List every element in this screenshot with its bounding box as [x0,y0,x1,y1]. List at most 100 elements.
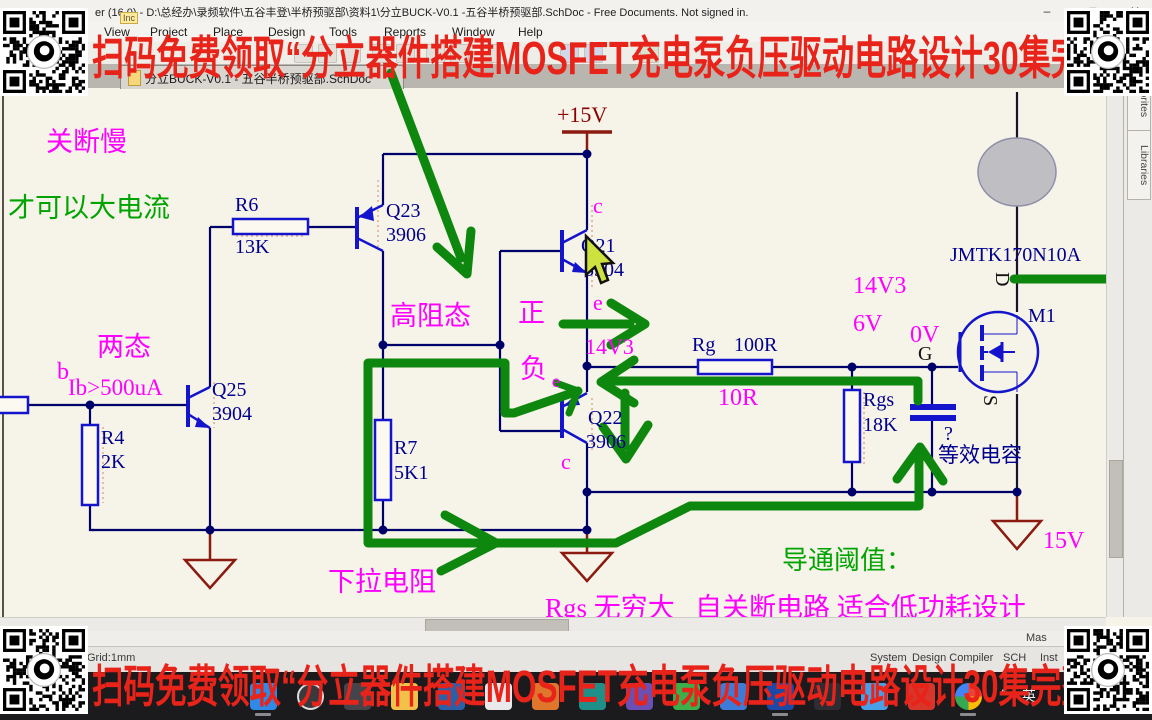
cap-name: 等效电容 [938,443,1022,467]
annotation-big-current: 才可以大电流 [8,193,170,223]
menu-reports[interactable]: Reports [384,25,427,39]
val-q21[interactable]: 3904 [584,259,624,281]
file-explorer-icon[interactable] [391,683,418,710]
pin-d: D [991,272,1013,287]
menu-bar: Edit View Project Place Design Tools Rep… [0,22,1152,42]
toolbar-icon[interactable] [480,44,499,63]
annotation-note: Rgs 无穷大 自关断电路 适合低功耗设计 [545,593,1026,617]
minimize-button[interactable]: – [1043,4,1051,18]
ref-r4[interactable]: R4 [101,427,125,449]
ref-q23[interactable]: Q23 [386,200,421,222]
val-rgs[interactable]: 18K [863,414,898,436]
start-button[interactable] [250,683,277,710]
status-row-mask: Mas [0,631,1152,646]
notes-icon[interactable] [814,683,841,710]
chrome-icon[interactable] [955,683,982,710]
mail-icon[interactable] [438,683,465,710]
toolbar-icon[interactable] [294,44,313,63]
panel-button-sch[interactable]: SCH [1003,652,1027,664]
val-r6[interactable]: 13K [235,236,270,258]
toolbar-icon[interactable] [318,44,337,63]
search-icon[interactable] [297,683,324,710]
ref-r6[interactable]: R6 [235,194,259,216]
status-bar: Grid:1mm System Design Compiler SCH Inst [0,646,1152,673]
app-icon-purple[interactable] [626,683,653,710]
window-title: er (16.0) - D:\总经办\录频软件\五谷丰登\半桥预驱部\资料1\分… [95,7,749,19]
menu-help[interactable]: Help [518,25,543,39]
toolbar-icon[interactable] [640,44,659,63]
toolbar-icon[interactable] [450,44,469,63]
app-icon-teal[interactable] [579,683,606,710]
annotation-two-state: 两态 [97,332,151,362]
val-q22[interactable]: 3906 [586,431,626,453]
photos-icon[interactable] [485,683,512,710]
ref-r7[interactable]: R7 [394,437,418,459]
val-r7[interactable]: 5K1 [394,462,429,484]
val-q25[interactable]: 3904 [212,403,252,425]
horizontal-scrollbar[interactable] [0,617,1106,632]
qr-code-bottom-right [1064,626,1152,714]
toolbar-icon[interactable] [342,44,361,63]
annotation-high-z: 高阻态 [390,301,471,331]
active-app-indicator [772,713,788,716]
val-r4[interactable]: 2K [101,451,126,473]
active-app-indicator [960,713,976,716]
promo-banner-top: 扫码免费领取“分立器件搭建MOSFET充电泵负压驱动电路设计30集完整视频” [92,32,1152,84]
menu-tools[interactable]: Tools [329,25,358,39]
panel-button-system[interactable]: System [870,652,907,664]
annotation-off-slow: 关断慢 [46,127,127,157]
toolbar-icon[interactable] [584,44,603,63]
ref-q21[interactable]: Q21 [581,235,616,257]
menu-project[interactable]: Project [150,25,188,39]
vertical-scrollbar[interactable] [1106,88,1124,617]
word-icon[interactable] [767,683,794,710]
panel-tab-libraries[interactable]: Libraries [1127,130,1151,200]
pin-s: S [979,395,1001,407]
task-view-icon[interactable] [344,683,371,710]
annotation-14v3-mid: 14V3 [585,334,634,359]
annotation-10r: 10R [718,385,759,411]
tray-expand-arrow[interactable]: ^ [1000,686,1007,702]
ref-q25[interactable]: Q25 [212,379,247,401]
menu-view[interactable]: View [104,25,130,39]
menu-window[interactable]: Window [452,25,495,39]
schematic-canvas[interactable] [0,88,1106,617]
menu-design[interactable]: Design [268,25,306,39]
annotation-15v: 15V [1043,528,1085,554]
main-toolbar [0,42,1152,65]
grid-status: Grid:1mm [87,652,136,664]
val-q23[interactable]: 3906 [386,224,426,246]
toolbar-icon[interactable] [372,44,391,63]
pin-q22-c: c [561,449,571,474]
ref-m1[interactable]: M1 [1028,305,1056,327]
app-icon-orange[interactable] [532,683,559,710]
val-rg[interactable]: 100R [734,334,778,356]
app-icon-blue[interactable] [720,683,747,710]
taskbar: ^ 英 [0,672,1152,720]
ref-rgs[interactable]: Rgs [863,389,895,411]
panel-button-design-compiler[interactable]: Design Compiler [912,652,994,664]
toolbar-icon[interactable] [396,44,415,63]
ref-rg[interactable]: Rg [692,334,716,356]
app-icon-red[interactable] [908,683,935,710]
document-tab[interactable]: 分立BUCK-V0.1 - 五谷半桥预驱部.SchDoc [120,65,404,89]
ref-q22[interactable]: Q22 [588,407,623,429]
document-tab-strip: 分立BUCK-V0.1 - 五谷半桥预驱部.SchDoc [0,64,1152,89]
ime-indicator[interactable]: 英 [1022,688,1036,704]
toolbar-icon[interactable] [560,44,579,63]
annotation-pulldown: 下拉电阻 [328,567,436,597]
wechat-icon[interactable] [673,683,700,710]
v-scroll-thumb[interactable] [1109,460,1123,558]
mask-level-button[interactable]: Mas [1026,632,1047,644]
schdoc-icon [128,70,141,86]
part-m1[interactable]: JMTK170N10A [950,244,1082,266]
pin-q22-e: e [552,371,560,391]
menu-place[interactable]: Place [213,25,244,39]
qr-code-top-right [1064,8,1152,96]
panel-button-instruments[interactable]: Inst [1040,652,1058,664]
toolbar-icon[interactable] [426,44,445,63]
annotation-pos: 正 [518,298,545,328]
right-panel-strip: Favorites Libraries [1123,55,1152,617]
app-icon-grid[interactable] [861,683,888,710]
document-tab-label: 分立BUCK-V0.1 - 五谷半桥预驱部.SchDoc [145,72,372,86]
